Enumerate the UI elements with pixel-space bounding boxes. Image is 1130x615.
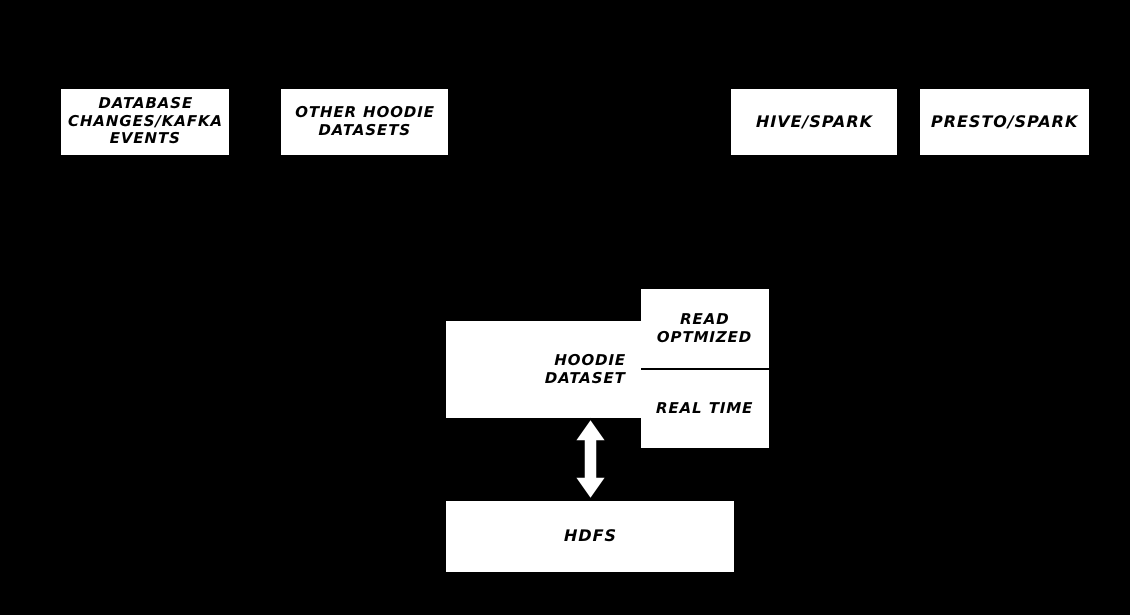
node-label: Presto/Spark [930,111,1079,131]
node-label: Other Hoodie Datasets [294,103,435,139]
node-database-changes-kafka-events[interactable]: Database changes/Kafka events [61,89,229,155]
node-real-time-view[interactable]: Real Time [641,370,769,448]
node-other-hoodie-datasets[interactable]: Other Hoodie Datasets [281,89,448,155]
node-hive-spark[interactable]: Hive/Spark [731,89,897,155]
node-hdfs[interactable]: HDFS [446,501,734,572]
node-read-optimized-view[interactable]: Read Optmized [641,289,769,370]
node-label: Read Optmized [657,309,753,346]
double-headed-arrow-icon [573,417,608,501]
node-label: Real Time [656,399,754,418]
node-label: Hive/Spark [755,111,873,131]
node-label: Database changes/Kafka events [67,94,223,148]
node-presto-spark[interactable]: Presto/Spark [920,89,1089,155]
node-label: HDFS [563,526,617,546]
node-hoodie-dataset[interactable]: Hoodie Dataset [446,321,642,418]
node-label: Hoodie Dataset [544,350,627,387]
